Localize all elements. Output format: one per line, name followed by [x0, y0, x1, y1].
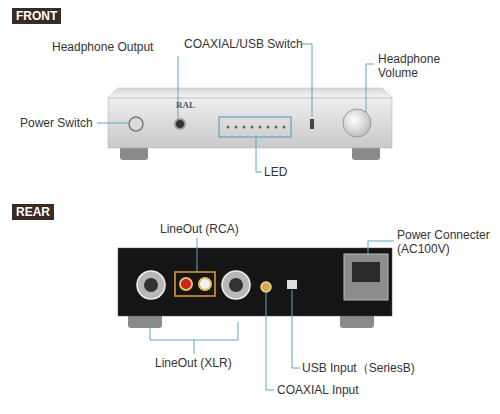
- front-panel: [108, 98, 392, 148]
- leader-lines: [97, 44, 394, 390]
- callout-label: COAXIAL/USB Switch: [184, 37, 314, 51]
- section-badge: REAR: [12, 204, 54, 220]
- power-button: [129, 117, 143, 131]
- led-highlight: [219, 117, 291, 137]
- top-face: [108, 88, 392, 98]
- headphone-jack: [175, 119, 185, 129]
- section-title: FRONT: [16, 8, 57, 24]
- rca-jack-red: [180, 278, 192, 290]
- volume-knob: [343, 109, 371, 137]
- callout-label: Headphone Output: [52, 40, 182, 54]
- callout-label: LineOut (RCA): [160, 222, 260, 236]
- callout-label: Headphone Volume: [378, 52, 448, 80]
- callout-label: USB Input（SeriesB): [302, 361, 432, 375]
- section-badge: FRONT: [12, 8, 61, 24]
- front-unit: [108, 88, 392, 160]
- inlet-socket: [352, 262, 380, 282]
- section-title: REAR: [16, 204, 50, 220]
- rear-unit: [118, 248, 392, 328]
- power-inlet: [344, 254, 388, 300]
- rca-highlight: [175, 272, 215, 296]
- callout-label: COAXIAL Input: [277, 383, 387, 397]
- brand-logo: RAL: [176, 100, 206, 110]
- callout-label: LED: [264, 165, 304, 179]
- xlr-connector: [222, 271, 250, 299]
- input-switch: [310, 119, 314, 129]
- callout-label: Power Connecter (AC100V): [397, 228, 495, 256]
- coaxial-jack: [261, 282, 271, 292]
- rca-jack-white: [199, 278, 211, 290]
- xlr-socket: [144, 278, 158, 292]
- rear-panel: [118, 248, 392, 316]
- usb-port: [287, 280, 297, 289]
- led-row: [227, 126, 286, 129]
- xlr-connector: [137, 271, 165, 299]
- callout-label: LineOut (XLR): [155, 356, 255, 370]
- callout-label: Power Switch: [20, 116, 100, 130]
- xlr-socket: [229, 278, 243, 292]
